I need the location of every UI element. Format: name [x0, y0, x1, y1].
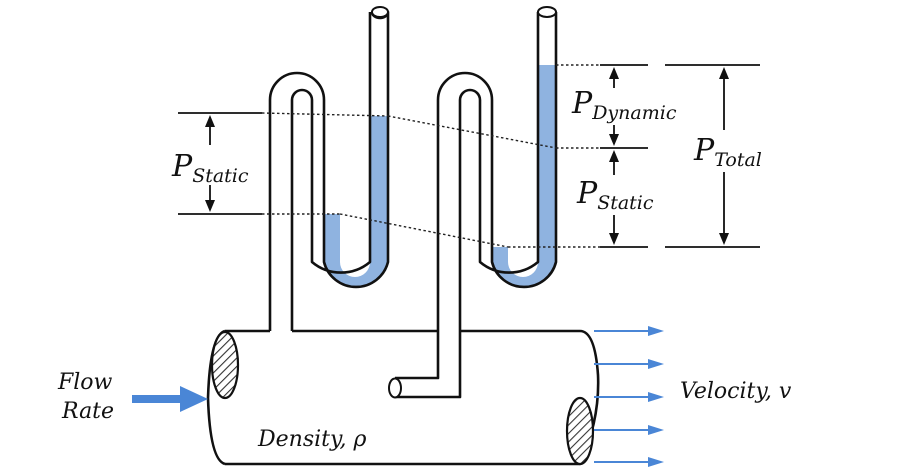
p-static-left-label: PStatic [171, 149, 249, 187]
flow-label-line2: Rate [61, 399, 114, 424]
p-dynamic-label: PDynamic [571, 86, 677, 124]
static-manometer [268, 6, 390, 331]
dimension-arrow-icon [609, 134, 619, 146]
dimension-arrow-icon [609, 67, 619, 79]
flow-rate-indicator: Flow Rate [57, 370, 208, 424]
dimension-arrow-icon [609, 150, 619, 162]
dimension-arrow-icon [205, 115, 215, 127]
p-total-label: PTotal [693, 133, 762, 171]
velocity-arrow-icon [648, 326, 664, 336]
hatched-pipe-end-icon [565, 396, 595, 466]
left-static-dimension: PStatic [171, 112, 262, 215]
flow-label-line1: Flow [57, 370, 113, 395]
dimension-arrow-icon [609, 233, 619, 245]
velocity-arrow-icon [648, 457, 664, 467]
flow-arrow-icon [180, 386, 208, 412]
velocity-label: Velocity, v [680, 379, 792, 404]
hatched-pipe-end-icon [210, 330, 240, 400]
velocity-arrow-icon [648, 392, 664, 402]
dimension-arrow-icon [719, 233, 729, 245]
velocity-arrow-icon [648, 359, 664, 369]
dimension-arrow-icon [719, 67, 729, 79]
reference-lines [261, 64, 600, 248]
velocity-arrow-icon [648, 425, 664, 435]
p-static-right-label: PStatic [576, 176, 654, 214]
main-pipe [206, 329, 600, 466]
velocity-arrows: Velocity, v [594, 326, 792, 467]
dimension-arrow-icon [205, 200, 215, 212]
right-dimensions: PDynamic PStatic PTotal [571, 64, 762, 248]
pitot-manometer [388, 6, 558, 399]
density-label: Density, ρ [257, 427, 366, 452]
